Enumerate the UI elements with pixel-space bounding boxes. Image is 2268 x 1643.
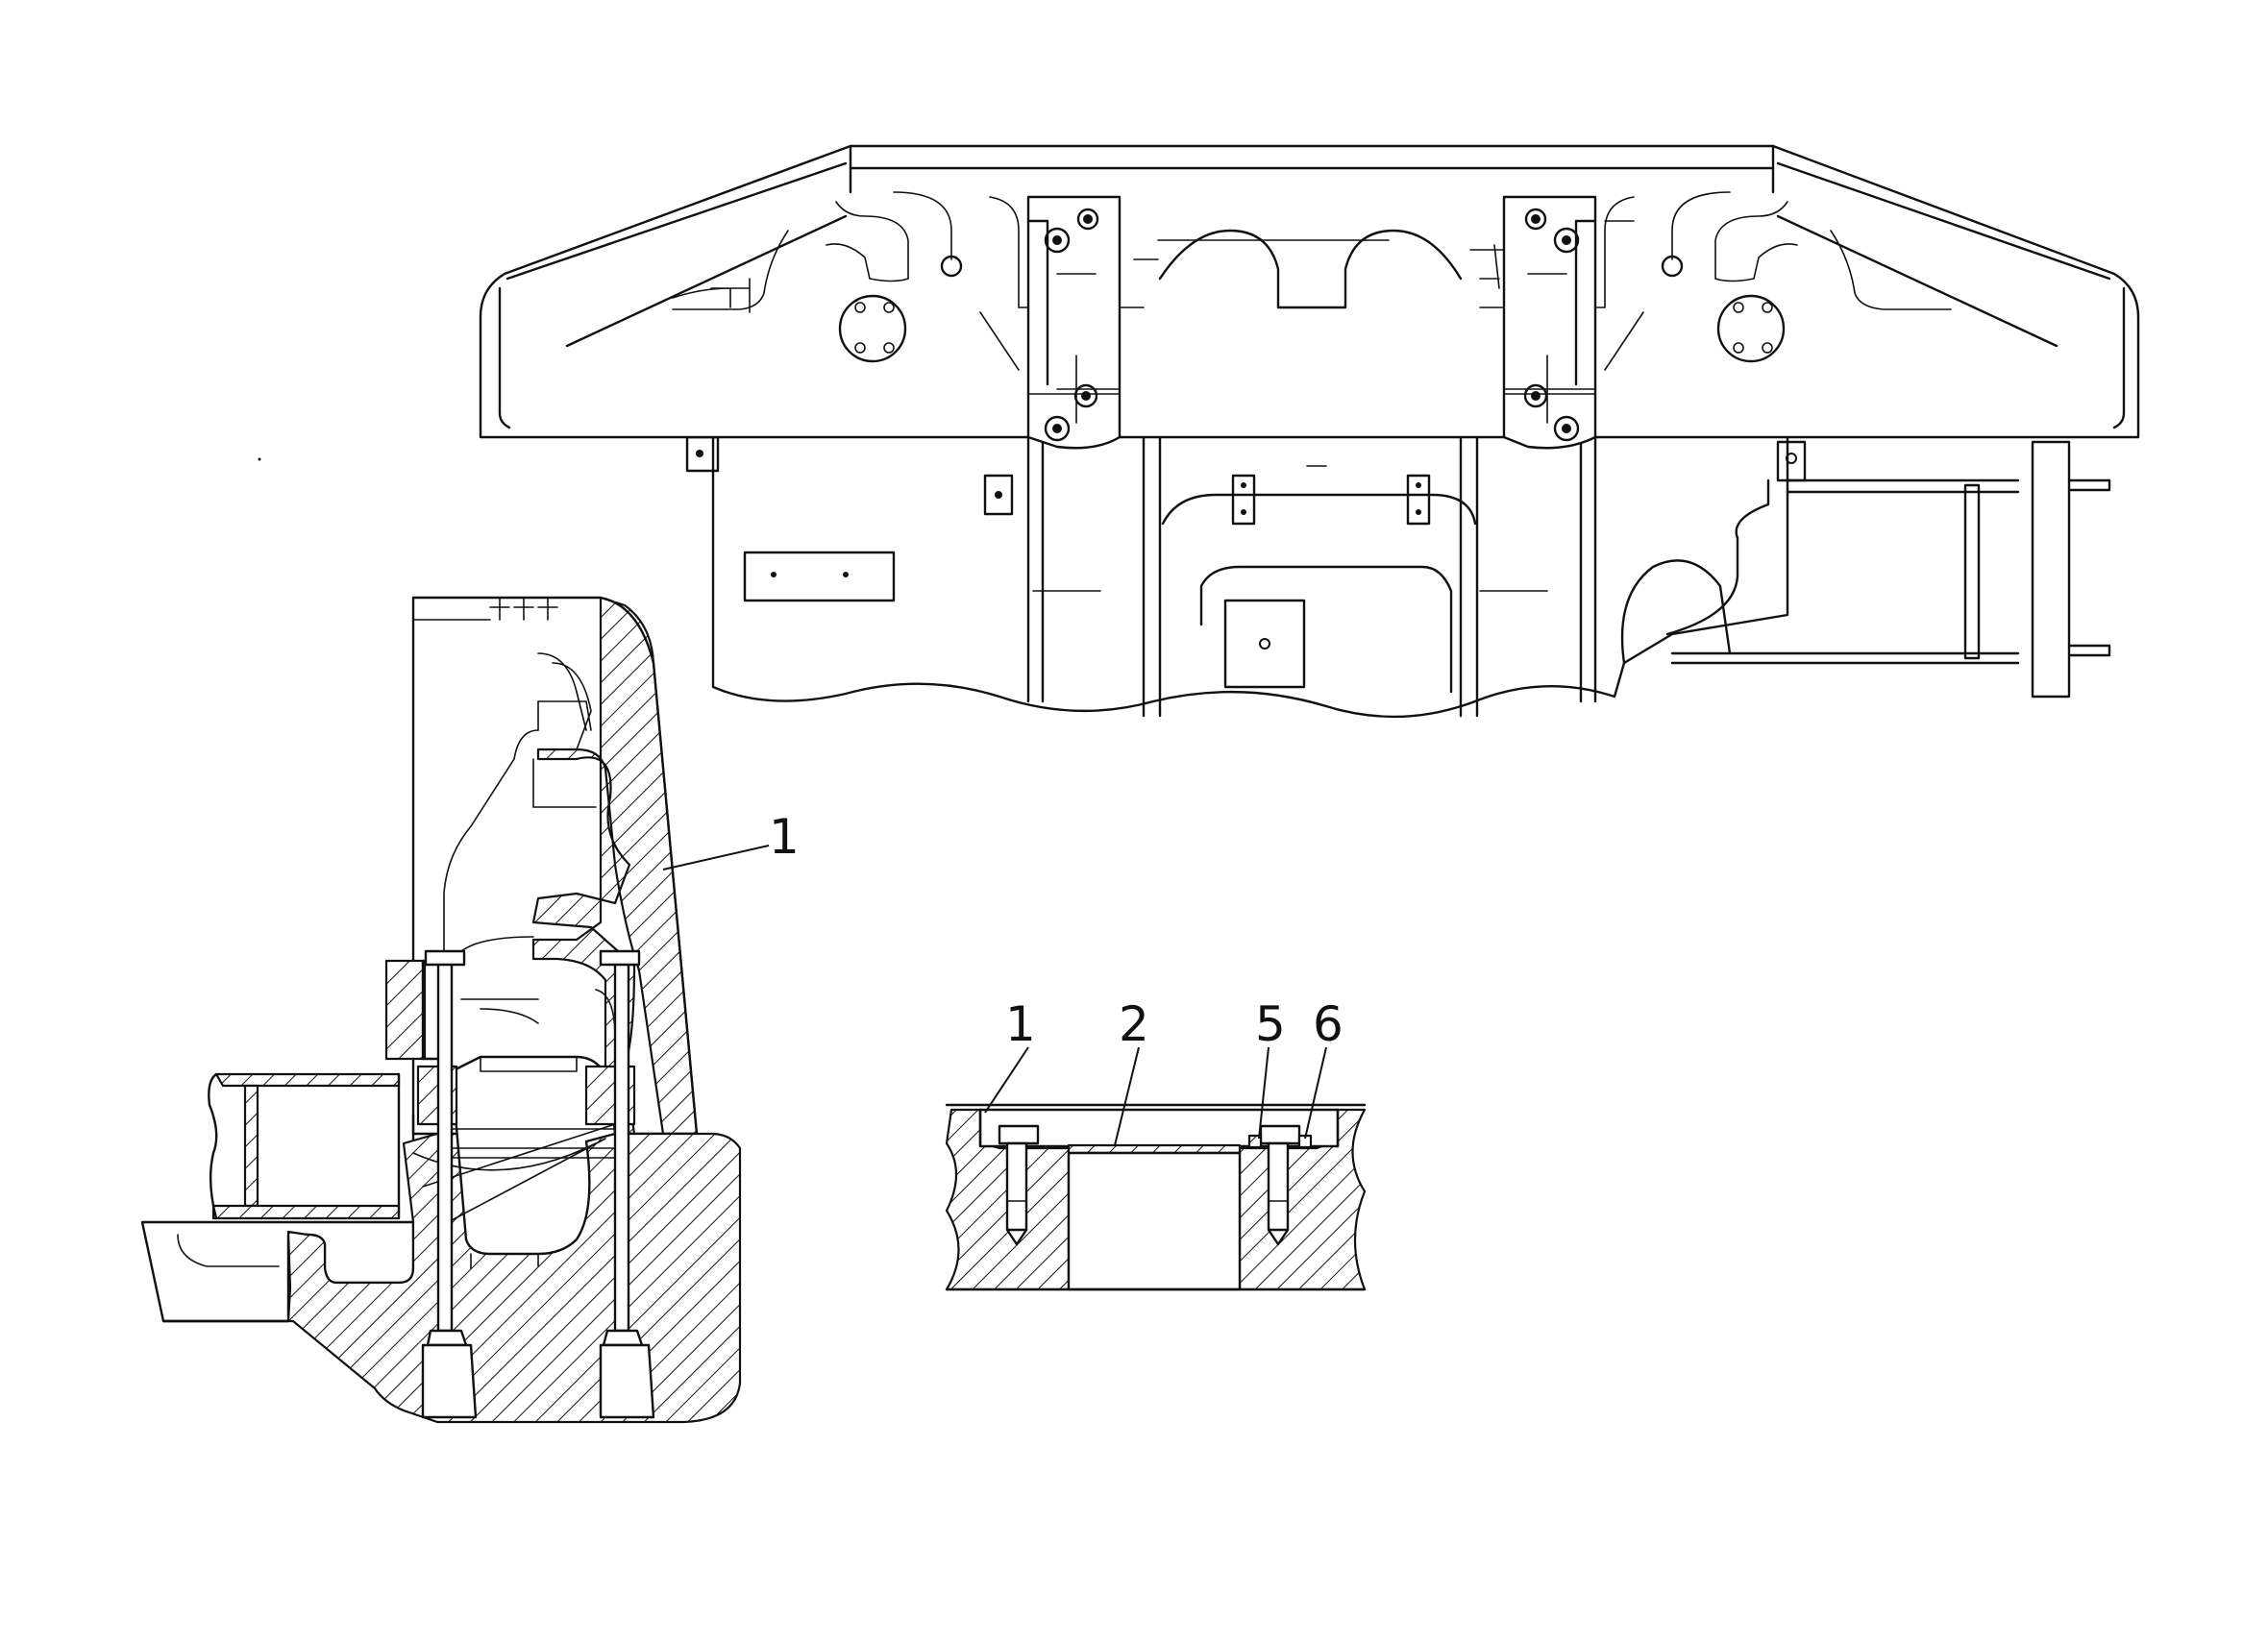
bolt-head-icon [1073,383,1098,408]
callout-label: 6 [1313,996,1344,1052]
bolt-head-icon [1523,383,1548,408]
detail-bolt-right [1247,1124,1313,1246]
bolt-head-icon [1553,227,1580,254]
bolt-head-icon [1524,208,1547,231]
bolt-head-icon [1044,227,1071,254]
channel-beam [208,1072,415,1222]
frame-lower-body [685,435,2111,719]
bolt-head-icon [1553,415,1580,442]
anchor-bolt-left [421,949,478,1419]
bolt-head-icon [1044,415,1071,442]
stray-dot [258,457,261,461]
callout-label: 2 [1119,996,1149,1052]
round-port-left [838,255,963,363]
bolt-head-icon [1076,208,1099,231]
callout-label: 1 [1005,996,1036,1052]
detail-bolt-left [998,1124,1040,1246]
mounting-bracket-right [1502,195,1597,450]
bracket-bolts [1044,208,1580,442]
callout-label: 5 [1255,996,1286,1052]
side-section-view: 1 [140,596,800,1424]
part-1-outline [411,596,699,1136]
top-view-frame-assembly [479,144,2140,719]
detail-view: 1 2 5 6 [945,996,1367,1291]
clamp-block [384,959,427,1061]
callout-label: 1 [769,809,800,865]
bumper-upper-body [479,144,2140,439]
round-port-right [1661,255,1786,363]
mounting-bracket-left [1026,195,1122,450]
anchor-bolt-right [599,949,655,1419]
